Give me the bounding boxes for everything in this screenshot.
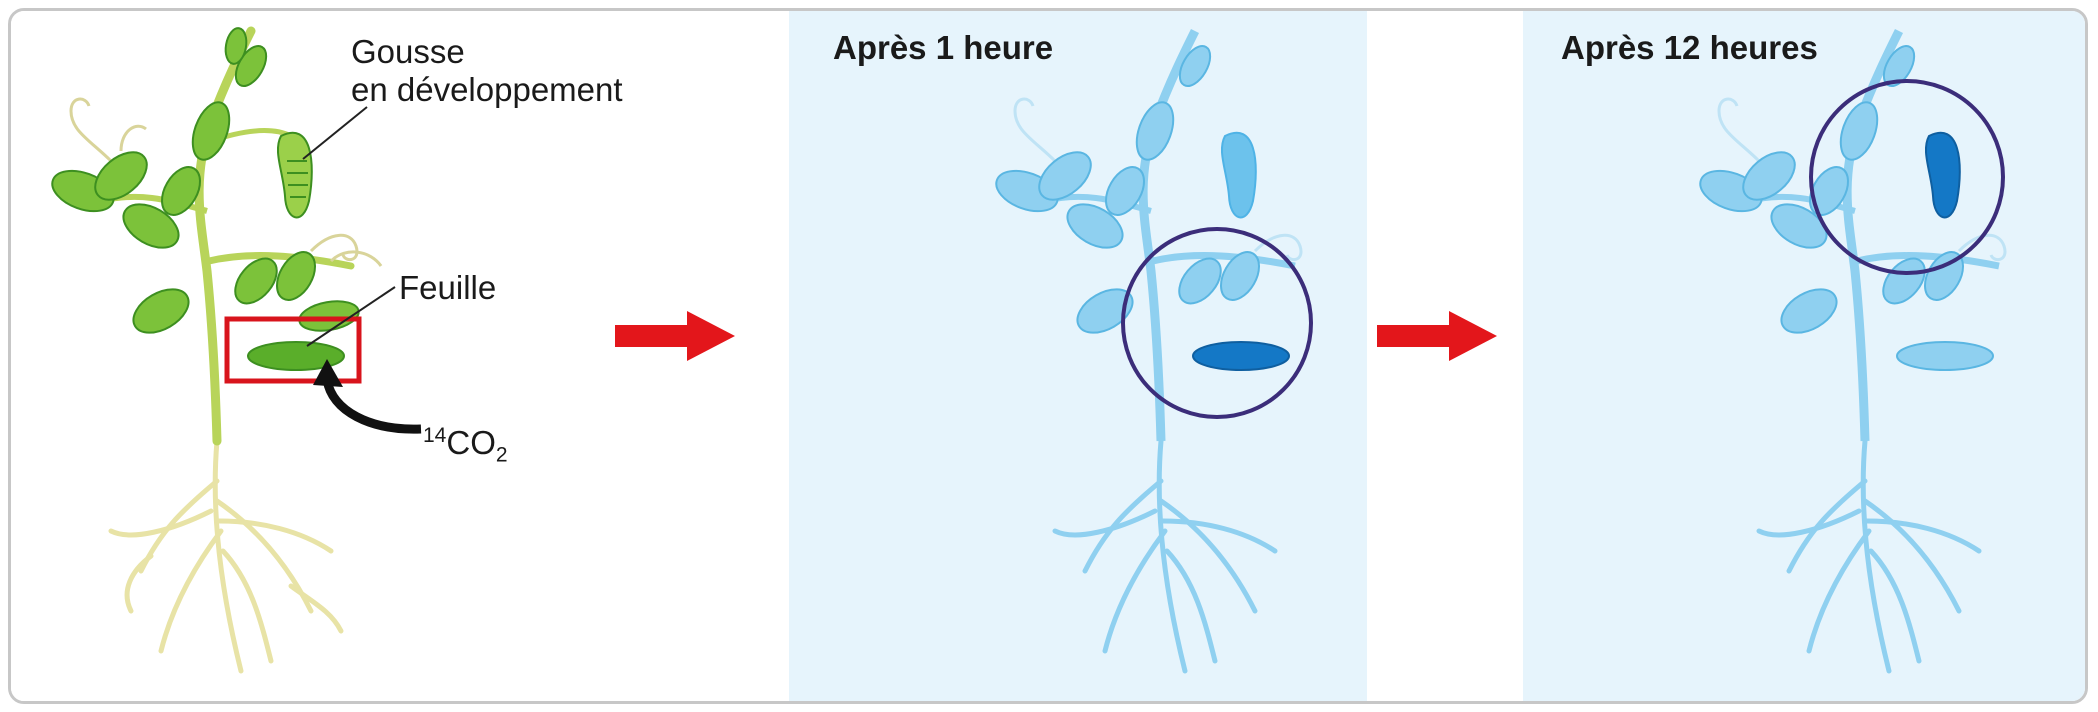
labelled-leaf xyxy=(1193,342,1289,370)
panel-after-12-hours: Après 12 heures xyxy=(1523,11,2088,701)
pod-label: Gousse en développement xyxy=(351,33,623,109)
pod-leader-line xyxy=(303,107,367,159)
developing-pod xyxy=(278,133,312,218)
leaf-label: Feuille xyxy=(399,269,496,307)
panel-initial: Gousse en développement Feuille 14CO2 xyxy=(11,11,791,701)
figure-frame: Gousse en développement Feuille 14CO2 Ap… xyxy=(8,8,2088,704)
blue-pea-plant-1h xyxy=(789,11,1367,704)
panel-after-1-hour: Après 1 heure xyxy=(789,11,1367,701)
right-arrow-icon xyxy=(1377,311,1497,361)
co2-label: 14CO2 xyxy=(423,417,508,475)
right-arrow-icon xyxy=(615,311,735,361)
labelled-pod xyxy=(1926,133,1960,218)
blue-pea-plant-12h xyxy=(1523,11,2088,704)
